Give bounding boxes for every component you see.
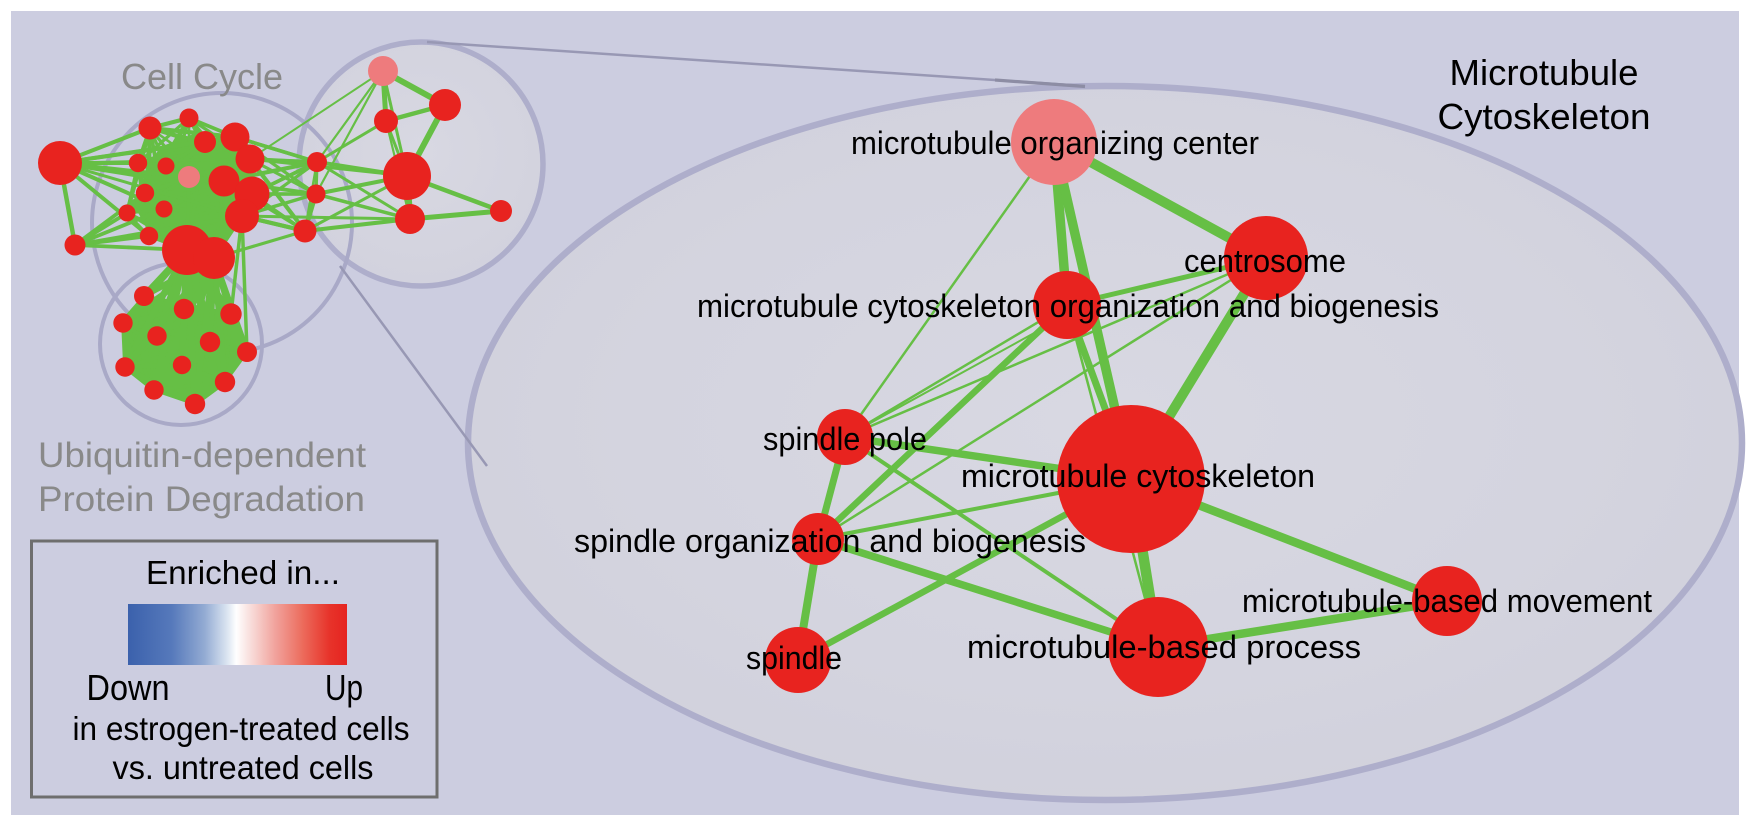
svg-text:Up: Up — [325, 667, 363, 708]
svg-text:microtubule cytoskeleton organ: microtubule cytoskeleton organization an… — [697, 288, 1439, 324]
svg-text:Down: Down — [87, 667, 170, 708]
svg-text:Microtubule: Microtubule — [1450, 52, 1639, 93]
svg-text:in estrogen-treated cells: in estrogen-treated cells — [73, 710, 410, 747]
svg-text:Cytoskeleton: Cytoskeleton — [1438, 96, 1651, 137]
svg-text:spindle pole: spindle pole — [763, 421, 927, 457]
svg-text:microtubule organizing center: microtubule organizing center — [851, 125, 1259, 161]
svg-text:microtubule-based process: microtubule-based process — [967, 629, 1361, 665]
svg-text:Ubiquitin-dependent: Ubiquitin-dependent — [38, 436, 366, 475]
svg-text:vs. untreated cells: vs. untreated cells — [113, 749, 374, 786]
svg-text:spindle: spindle — [746, 640, 842, 676]
svg-text:spindle organization and bioge: spindle organization and biogenesis — [574, 523, 1086, 559]
svg-text:Cell Cycle: Cell Cycle — [121, 56, 283, 97]
svg-text:microtubule cytoskeleton: microtubule cytoskeleton — [961, 458, 1315, 494]
svg-text:Enriched in...: Enriched in... — [146, 554, 340, 591]
svg-text:centrosome: centrosome — [1184, 243, 1346, 279]
svg-text:microtubule-based movement: microtubule-based movement — [1242, 583, 1652, 619]
svg-text:Protein Degradation: Protein Degradation — [38, 480, 365, 519]
